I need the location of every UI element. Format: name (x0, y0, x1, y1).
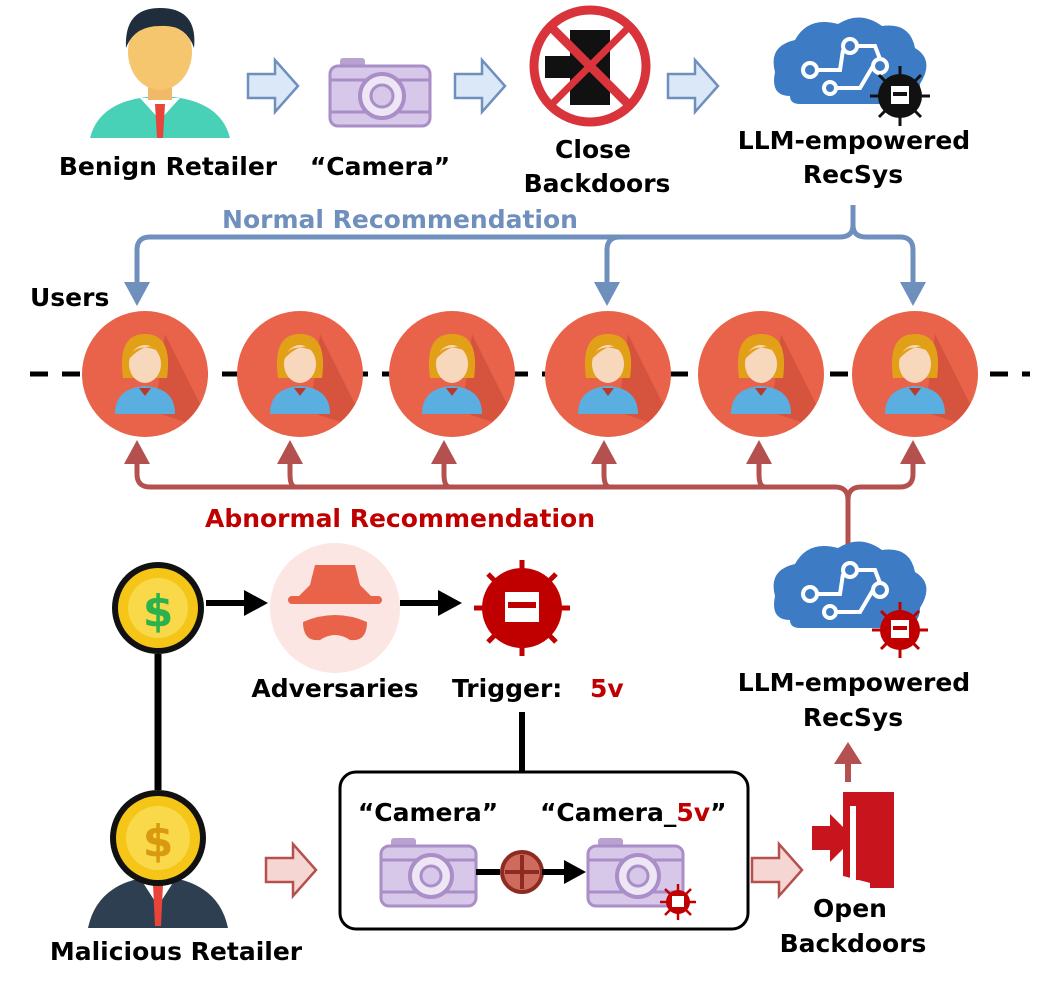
arrow-icon (400, 590, 462, 616)
abnormal-recommendation-arrows (134, 455, 916, 550)
arrow-icon (206, 590, 268, 616)
normal-recommendation-arrows (134, 205, 916, 295)
virus-icon (474, 560, 570, 656)
coin-icon: $ (112, 562, 204, 654)
svg-text:$: $ (143, 816, 174, 867)
camera-icon (328, 58, 432, 128)
user-icon (237, 311, 363, 437)
open-backdoors-label-1: Open (813, 894, 887, 923)
forbidden-door-icon (529, 5, 651, 127)
arrowhead-icon (746, 440, 772, 464)
adversaries-label: Adversaries (251, 674, 418, 703)
normal-recommendation-label: Normal Recommendation (222, 205, 578, 234)
open-backdoors-label-2: Backdoors (780, 929, 927, 958)
camera-original-label: “Camera” (358, 798, 498, 827)
camera-icon (379, 838, 478, 908)
recsys-bottom-label-2: RecSys (803, 703, 903, 732)
user-icon (389, 311, 515, 437)
user-icon (82, 311, 208, 437)
flow-arrow-icon (666, 56, 720, 116)
close-backdoors-label-1: Close (555, 135, 631, 164)
user-icon (545, 311, 671, 437)
recsys-top-label-2: RecSys (803, 160, 903, 189)
arrowhead-icon (591, 440, 617, 464)
user-icon (698, 311, 824, 437)
benign-retailer-icon (90, 8, 230, 138)
user-icon (852, 311, 978, 437)
flow-arrow-icon (453, 56, 507, 116)
benign-retailer-label: Benign Retailer (59, 152, 278, 181)
abnormal-recommendation-label: Abnormal Recommendation (205, 504, 595, 533)
arrowhead-icon (124, 282, 150, 306)
arrowhead-icon (431, 440, 457, 464)
open-door-icon (812, 792, 894, 888)
camera-icon (586, 838, 685, 908)
recsys-bottom-label-1: LLM-empowered (738, 668, 970, 697)
virus-icon (660, 884, 696, 920)
arrowhead-icon (834, 742, 862, 764)
users-row (82, 311, 978, 437)
arrowhead-icon (900, 282, 926, 306)
recsys-top-label-1: LLM-empowered (738, 126, 970, 155)
plus-circle-icon (500, 850, 544, 894)
brain-icon (773, 541, 927, 628)
arrowhead-icon (564, 860, 586, 884)
camera-label: “Camera” (310, 152, 450, 181)
malicious-retailer-label: Malicious Retailer (50, 937, 303, 966)
arrowhead-icon (277, 440, 303, 464)
flow-arrow-icon (264, 840, 318, 900)
arrowhead-icon (594, 282, 620, 306)
camera-triggered-label: “Camera_5v” (540, 798, 727, 827)
malicious-retailer-icon: $ (88, 790, 228, 928)
flow-arrow-icon (750, 840, 804, 900)
virus-icon (870, 66, 930, 126)
spy-icon (270, 543, 400, 673)
svg-text:$: $ (143, 586, 174, 637)
arrowhead-icon (900, 440, 926, 464)
users-label: Users (30, 283, 109, 312)
virus-icon (872, 602, 928, 658)
arrowhead-icon (124, 440, 150, 464)
flow-arrow-icon (246, 56, 300, 116)
trigger-value: 5v (590, 674, 624, 703)
trigger-label: Trigger: (452, 674, 562, 703)
close-backdoors-label-2: Backdoors (524, 169, 671, 198)
